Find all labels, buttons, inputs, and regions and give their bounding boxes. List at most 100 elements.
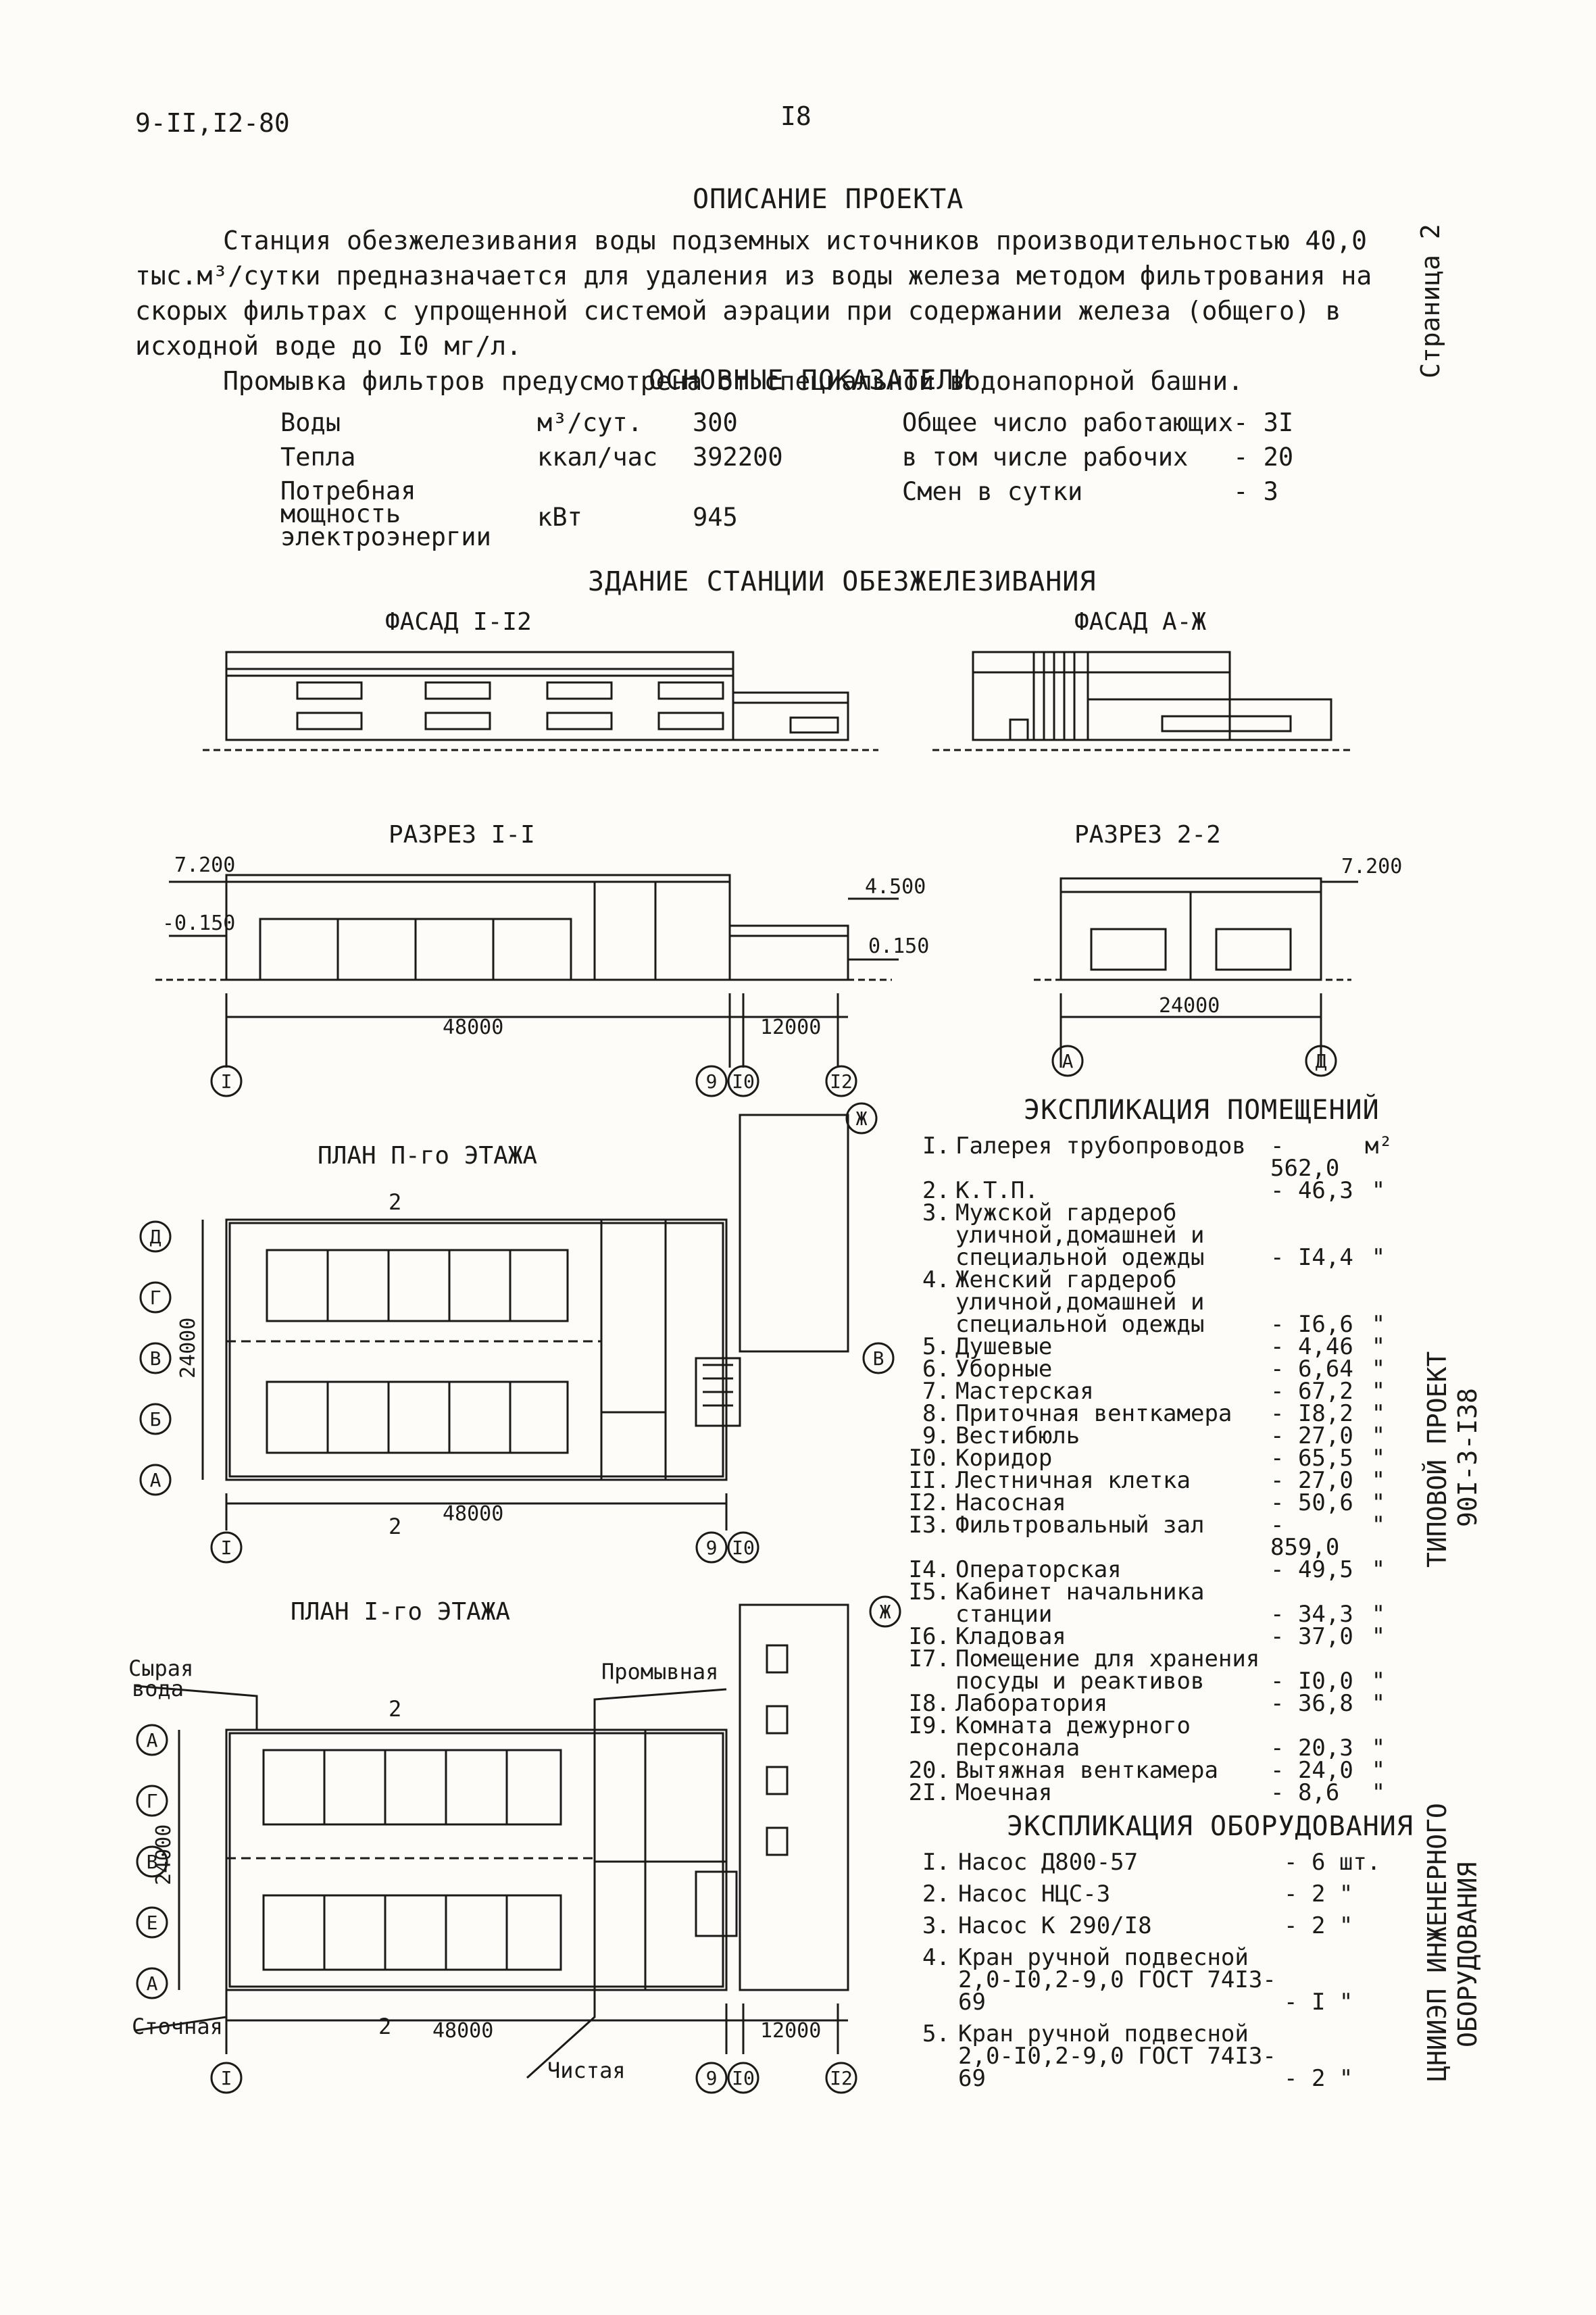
room-number: I3. [908,1512,950,1539]
axis-E: Е [147,1912,158,1934]
room-ditto: " [1371,1244,1386,1271]
equipment-number: 4. [922,1944,950,1971]
equipment-item: I.Насос Д800-57- 6 шт. [905,1851,1392,1874]
axis-G: Г [147,1790,158,1812]
section-mark-2-plan1-top: 2 [389,1696,401,1722]
room-area: - 50,6 [1270,1489,1353,1516]
room-area: - 27,0 [1270,1422,1353,1449]
equipment-qty: - I " [1284,1989,1353,2016]
indicator-value: 945 [693,503,738,532]
room-ditto: " [1371,1668,1386,1695]
room-name: Насосная [955,1489,1066,1516]
elevation-0150: 0.150 [868,935,929,958]
room-area: - I6,6 [1270,1311,1353,1338]
axis-A: А [150,1469,161,1491]
room-ditto: " [1371,1757,1386,1784]
room-area: - 20,3 [1270,1735,1353,1762]
room-area: - 36,8 [1270,1690,1353,1717]
equipment-qty: - 2 " [1284,1881,1353,1908]
dim-48000-section: 48000 [443,1016,503,1039]
room-ditto: " [1371,1311,1386,1338]
room-item: I5.Кабинет начальника станции- 34,3" [905,1578,1392,1628]
room-item: 2I.Моечная- 8,6" [905,1779,1392,1806]
room-number: 2I. [908,1779,950,1806]
indicator-row: Тепла ккал/час 392200 [280,437,821,472]
section-mark-2-plan1-bottom: 2 [378,2014,391,2039]
room-item: 3.Мужской гардероб уличной,домашней и сп… [905,1201,1392,1271]
axis-9: 9 [706,1537,718,1559]
room-ditto: " [1371,1333,1386,1360]
room-ditto: " [1371,1735,1386,1762]
room-name: Уборные [955,1355,1053,1383]
room-item: I9.Комната дежурного персонала- 20,3" [905,1714,1392,1762]
room-ditto: " [1371,1601,1386,1628]
room-name: Фильтровальный зал [955,1512,1205,1539]
label-wash-water: Промывная [601,1659,718,1685]
plan-1-drawing [134,1603,849,2079]
indicator-unit: кВт [537,503,582,532]
description-paragraph-2: Промывка фильтров предусмотрена от специ… [223,366,1243,396]
indicator-row: Потребная мощность электроэнергии кВт 94… [280,472,821,549]
staff-name: Общее число работающих [902,408,1234,437]
label-raw-water-2: вода [132,1676,184,1701]
room-number: 7. [922,1378,950,1405]
staff-row: в том числе рабочих- 20 [902,437,1293,472]
section-1-drawing [155,874,899,1068]
axis-Zh: Ж [880,1601,891,1623]
room-number: I6. [908,1623,950,1650]
equipment-number: 3. [922,1912,950,1939]
room-number: I8. [908,1690,950,1717]
room-number: I7. [908,1645,950,1672]
axis-9: 9 [706,1070,718,1093]
room-item: 9.Вестибюль- 27,0" [905,1422,1392,1449]
indicators-title: ОСНОВНЫЕ ПОКАЗАТЕЛИ [649,365,971,396]
room-name: Лаборатория [955,1690,1108,1717]
plan-2-title: ПЛАН П-го ЭТАЖА [318,1142,538,1170]
staff-value: - 3 [1233,477,1278,506]
axis-1: I [221,1537,232,1559]
axis-B: Б [150,1408,161,1430]
room-area: - I4,4 [1270,1244,1353,1271]
room-area: - 4,46 [1270,1333,1353,1360]
room-item: I3.Фильтровальный зал- 859,0" [905,1514,1392,1559]
dim-48000-plan1: 48000 [432,2019,493,2043]
room-unit: м² [1365,1132,1393,1160]
indicators-table: Воды м³/сут. 300 Тепла ккал/час 392200 П… [280,408,821,549]
axis-1: I [221,1070,232,1093]
room-area: - 27,0 [1270,1467,1353,1494]
dim-24000-plan2: 24000 [176,1318,200,1378]
equipment-qty: - 2 " [1284,2065,1353,2092]
room-item: I6.Кладовая- 37,0" [905,1623,1392,1650]
room-name: Вестибюль [955,1422,1080,1449]
staff-row: Смен в сутки- 3 [902,472,1293,506]
description-paragraph-1: Станция обезжелезивания воды подземных и… [135,226,1372,361]
facade-2-drawing [932,651,1351,751]
room-area: - 34,3 [1270,1601,1353,1628]
indicator-value: 300 [693,408,738,437]
label-clean-water: Чистая [547,2058,626,2083]
room-item: 8.Приточная венткамера- I8,2" [905,1400,1392,1427]
room-area: - 37,0 [1270,1623,1353,1650]
equipment-list: I.Насос Д800-57- 6 шт. 2.Насос НЦС-3- 2 … [905,1851,1392,2099]
axis-12: I2 [830,2067,853,2089]
dim-24000-plan1: 24000 [152,1824,176,1885]
room-item: 7.Мастерская- 67,2" [905,1380,1392,1403]
axis-10: I0 [732,2067,755,2089]
room-ditto: " [1371,1623,1386,1650]
room-name: Операторская [955,1556,1122,1583]
equipment-item: 2.Насос НЦС-3- 2 " [905,1883,1392,1906]
room-area: - I8,2 [1270,1400,1353,1427]
equipment-item: 5.Кран ручной подвесной 2,0-I0,2-9,0 ГОС… [905,2022,1392,2092]
staff-name: в том числе рабочих [902,443,1189,472]
indicator-name: Воды [280,408,341,437]
staff-row: Общее число работающих- 3I [902,408,1293,437]
facade-1-title: ФАСАД I-I2 [385,608,532,636]
equipment-name: Насос Д800-57 [958,1849,1139,1876]
indicator-value: 392200 [693,443,783,472]
room-number: I5. [908,1578,950,1605]
room-item: 2.К.Т.П.- 46,3" [905,1179,1392,1202]
axis-V: В [150,1347,161,1370]
room-number: 20. [908,1757,950,1784]
